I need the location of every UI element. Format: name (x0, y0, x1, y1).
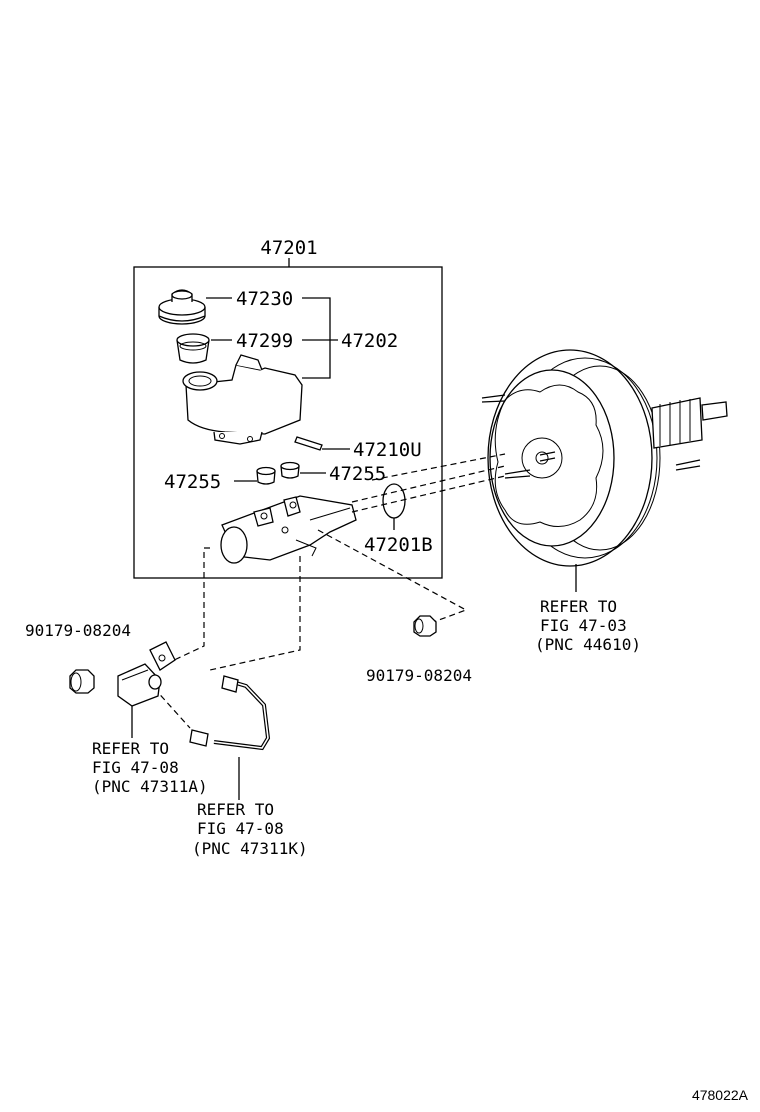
label-cap: 47230 (236, 288, 293, 310)
label-strainer: 47299 (236, 330, 293, 352)
ref-booster-line3: (PNC 44610) (535, 635, 641, 654)
ref-tube-line2: FIG 47-08 (197, 819, 284, 838)
label-oring: 47201B (364, 534, 433, 556)
reservoir-tank (182, 354, 303, 445)
alignment-lines (153, 453, 506, 729)
valve-bracket (117, 641, 176, 707)
label-grommet-left: 47255 (164, 471, 221, 493)
o-ring (382, 483, 406, 530)
leader-lines (131, 297, 577, 800)
ref-tube-line3: (PNC 47311K) (192, 839, 308, 858)
master-cylinder (220, 495, 357, 564)
grommets (256, 461, 300, 485)
label-grommet-right: 47255 (329, 463, 386, 485)
assembly-frame (133, 258, 443, 579)
reservoir-cap (158, 289, 206, 325)
brake-booster (481, 349, 728, 567)
label-assembly: 47201 (260, 237, 317, 259)
nut-left (69, 669, 95, 694)
ref-valve-line1: REFER TO (92, 739, 169, 758)
label-reservoir: 47202 (341, 330, 398, 352)
ref-valve-line2: FIG 47-08 (92, 758, 179, 777)
ref-tube-line1: REFER TO (197, 800, 274, 819)
nut-right (413, 615, 437, 637)
label-nut-right: 90179-08204 (366, 666, 472, 685)
label-nut-left: 90179-08204 (25, 621, 131, 640)
reservoir-pin (294, 436, 323, 451)
ref-valve-line3: (PNC 47311A) (92, 777, 208, 796)
ref-booster-line1: REFER TO (540, 597, 617, 616)
diagram-id: 478022A (692, 1087, 749, 1103)
reservoir-strainer (176, 333, 210, 364)
brake-tube (189, 675, 271, 751)
ref-booster-line2: FIG 47-03 (540, 616, 627, 635)
label-pin: 47210U (353, 439, 422, 461)
